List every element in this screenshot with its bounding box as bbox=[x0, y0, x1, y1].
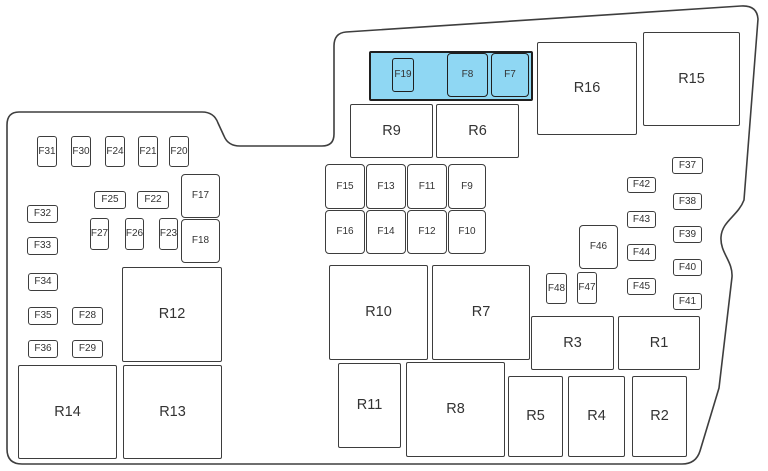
relay-r6: R6 bbox=[436, 104, 519, 158]
fuse-f17: F17 bbox=[181, 174, 220, 218]
fuse-f46: F46 bbox=[579, 225, 618, 269]
fuse-f36: F36 bbox=[28, 340, 58, 358]
relay-r1: R1 bbox=[618, 316, 700, 370]
relay-r4: R4 bbox=[568, 376, 625, 457]
fuse-f16: F16 bbox=[325, 210, 365, 254]
fuse-f28: F28 bbox=[72, 307, 103, 325]
fuse-f18: F18 bbox=[181, 219, 220, 263]
fuse-f38: F38 bbox=[673, 193, 702, 210]
relay-r2: R2 bbox=[632, 376, 687, 457]
relay-r15: R15 bbox=[643, 32, 740, 126]
relay-r13: R13 bbox=[123, 365, 222, 459]
relay-r14: R14 bbox=[18, 365, 117, 459]
fuse-f13: F13 bbox=[366, 164, 406, 209]
fuse-f47: F47 bbox=[577, 272, 597, 304]
fuse-f25: F25 bbox=[94, 191, 126, 209]
fuse-f43: F43 bbox=[627, 211, 656, 228]
fuse-f10: F10 bbox=[448, 210, 486, 254]
relay-r7: R7 bbox=[432, 265, 530, 360]
fuse-f42: F42 bbox=[627, 177, 656, 193]
fuse-f20: F20 bbox=[169, 136, 189, 167]
fuse-f39: F39 bbox=[673, 226, 702, 243]
relay-r11: R11 bbox=[338, 363, 401, 448]
fuse-f9: F9 bbox=[448, 164, 486, 209]
fuse-f31: F31 bbox=[37, 136, 57, 167]
relay-r16: R16 bbox=[537, 42, 637, 135]
fuse-f33: F33 bbox=[27, 237, 58, 255]
relay-r5: R5 bbox=[508, 376, 563, 457]
fuse-f19: F19 bbox=[392, 58, 414, 92]
fuse-f35: F35 bbox=[28, 307, 58, 325]
fuse-f41: F41 bbox=[673, 293, 702, 310]
fuse-f45: F45 bbox=[627, 278, 656, 295]
fuse-f26: F26 bbox=[125, 218, 144, 250]
fuse-f34: F34 bbox=[28, 273, 58, 291]
fuse-f24: F24 bbox=[105, 136, 125, 167]
fuse-f44: F44 bbox=[627, 244, 656, 261]
fuse-f7: F7 bbox=[491, 53, 529, 97]
relay-r12: R12 bbox=[122, 267, 222, 362]
fuse-f23: F23 bbox=[159, 218, 178, 250]
fuse-f27: F27 bbox=[90, 218, 109, 250]
fuse-f11: F11 bbox=[407, 164, 447, 209]
fuse-f21: F21 bbox=[138, 136, 158, 167]
fuse-f12: F12 bbox=[407, 210, 447, 254]
fuse-f29: F29 bbox=[72, 340, 103, 358]
relay-r9: R9 bbox=[350, 104, 433, 158]
relay-r10: R10 bbox=[329, 265, 428, 360]
relay-r8: R8 bbox=[406, 362, 505, 457]
fuse-f15: F15 bbox=[325, 164, 365, 209]
relay-r3: R3 bbox=[531, 316, 614, 370]
fuse-f8: F8 bbox=[447, 53, 488, 97]
fuse-f30: F30 bbox=[71, 136, 91, 167]
fuse-f37: F37 bbox=[672, 157, 703, 174]
fuse-f14: F14 bbox=[366, 210, 406, 254]
fuse-f32: F32 bbox=[27, 205, 58, 223]
fuse-f22: F22 bbox=[137, 191, 169, 209]
fuse-f48: F48 bbox=[546, 273, 567, 304]
fuse-f40: F40 bbox=[673, 259, 702, 276]
